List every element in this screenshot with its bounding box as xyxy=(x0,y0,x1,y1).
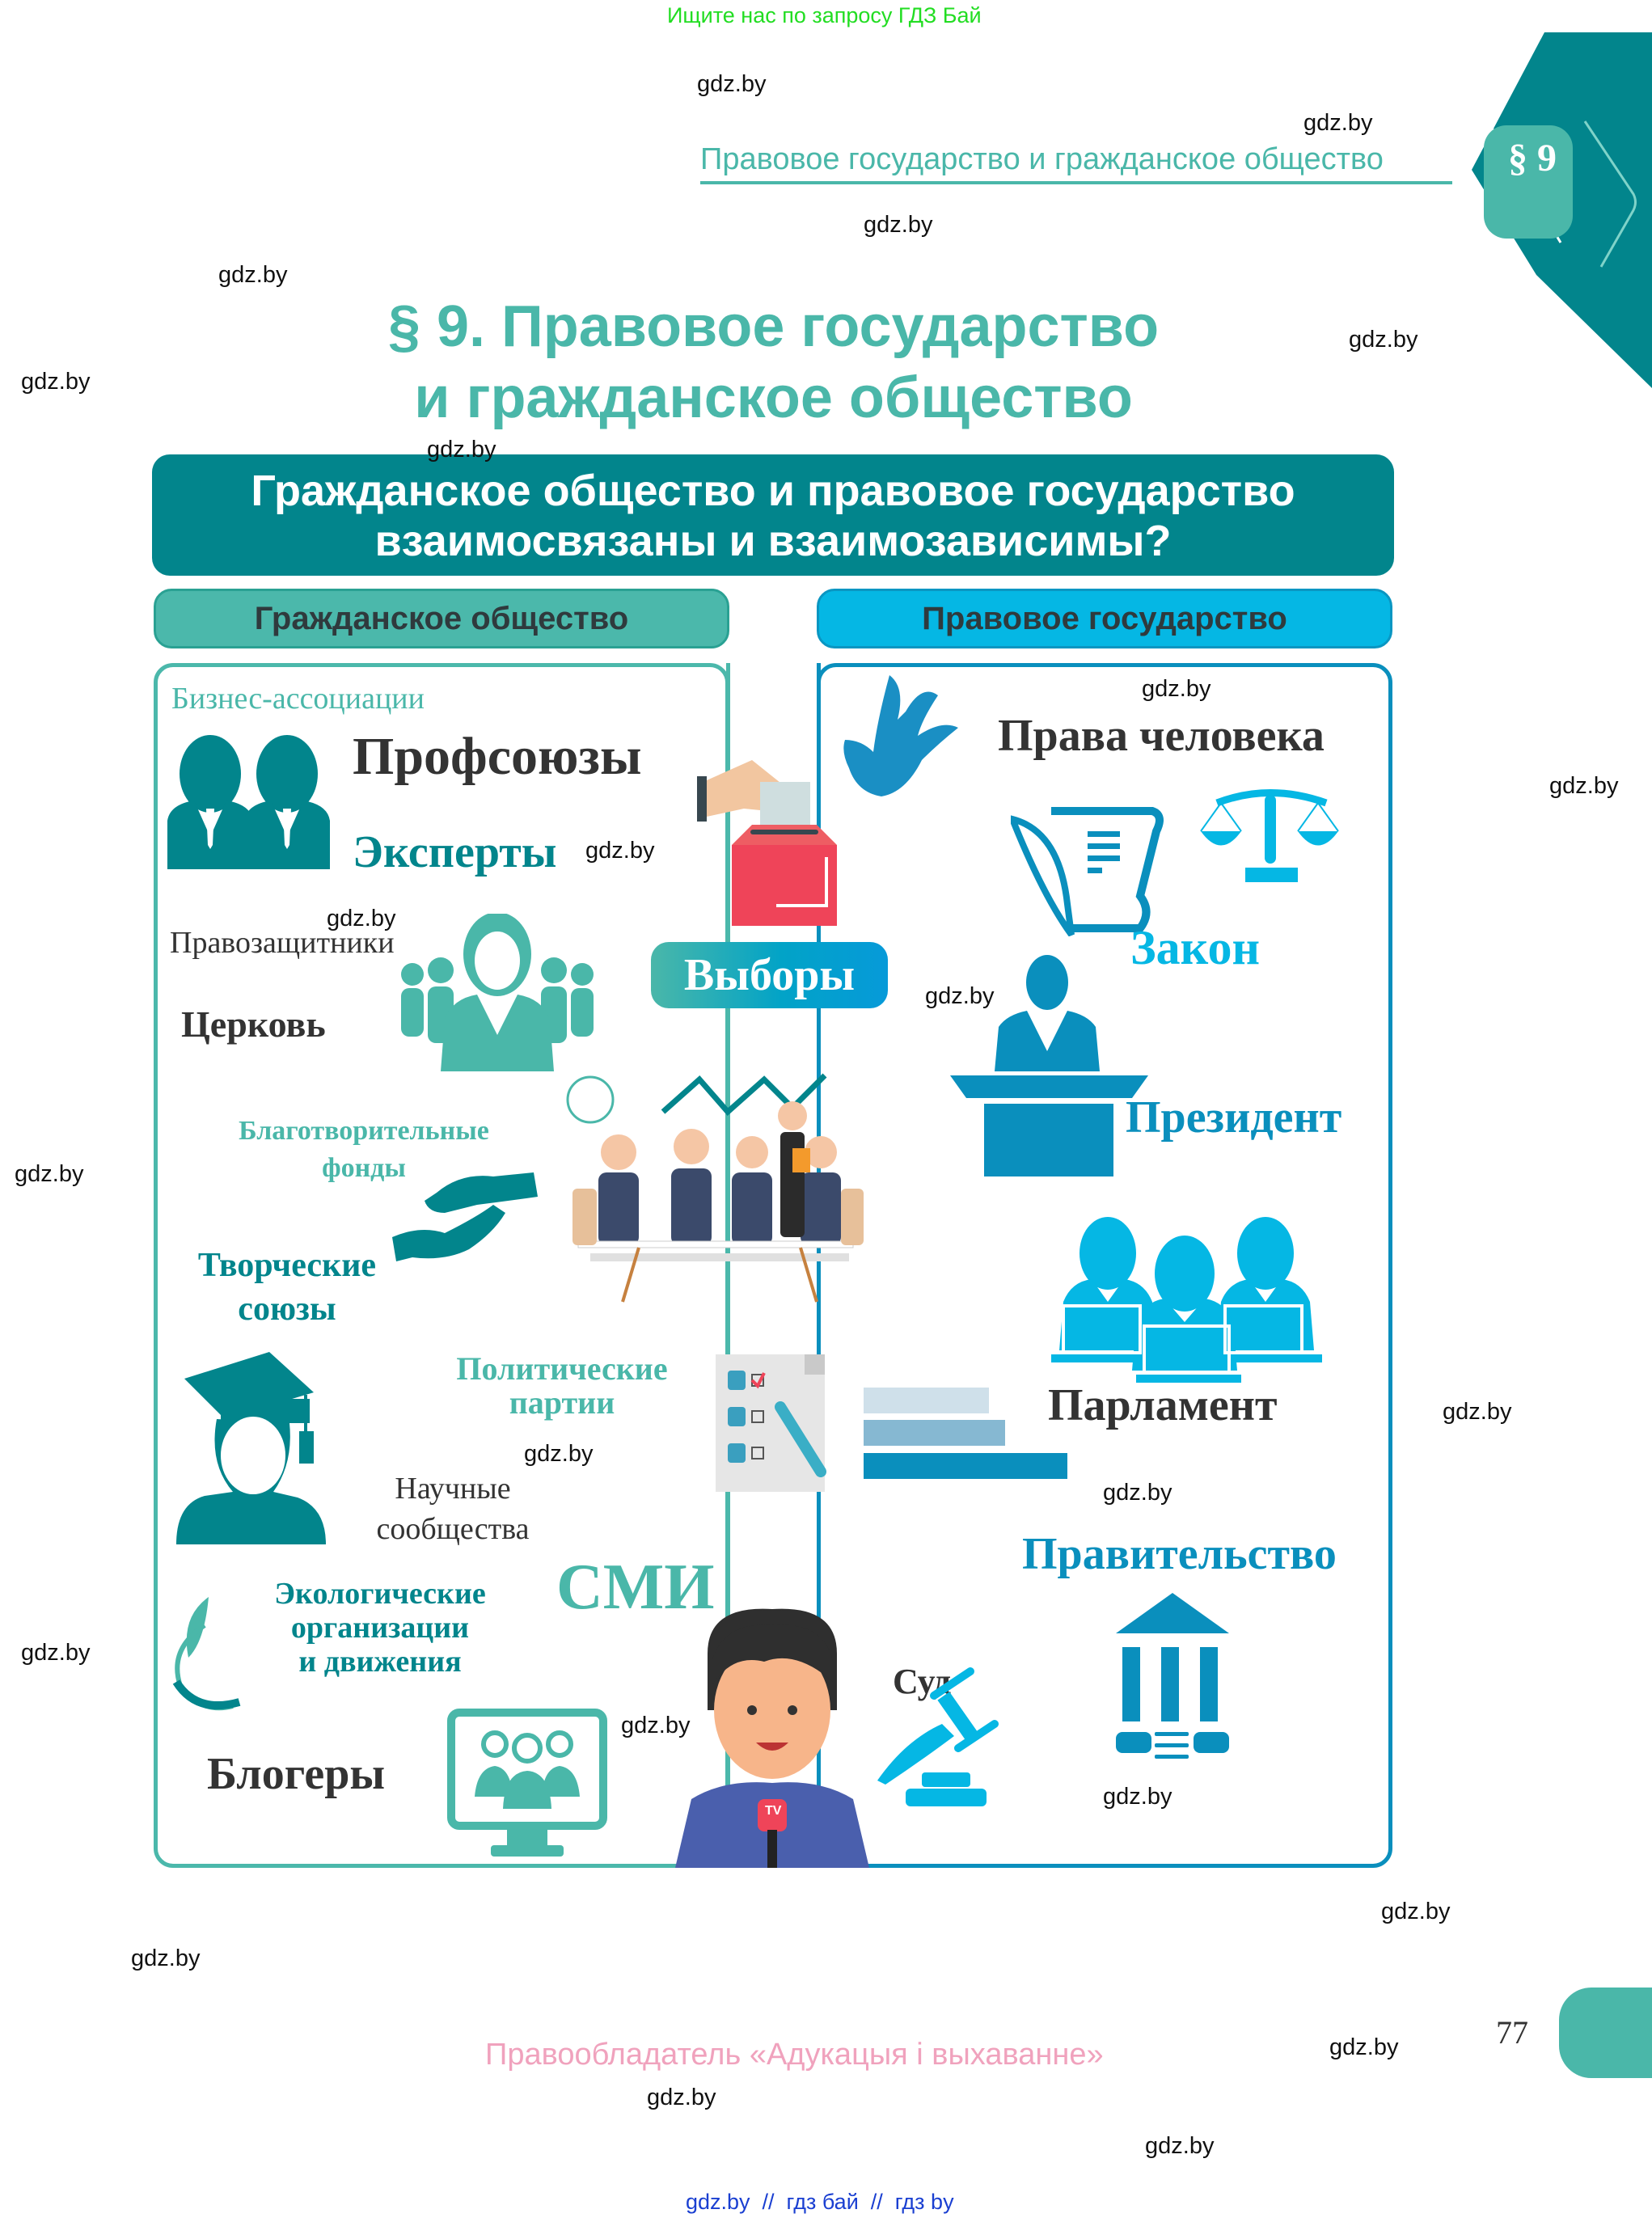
watermark: gdz.by xyxy=(131,1945,201,1971)
business-meeting-illustration xyxy=(566,1073,864,1303)
civil-society-header: Гражданское общество xyxy=(154,589,729,648)
watermark: gdz.by xyxy=(1145,2133,1215,2159)
watermark: gdz.by xyxy=(1303,110,1373,136)
ballot-box-icon xyxy=(697,760,837,926)
bar-graphic-bar-1 xyxy=(864,1388,989,1413)
section-badge: § 9 xyxy=(1508,137,1557,180)
watermark: gdz.by xyxy=(1142,676,1211,702)
watermark: gdz.by xyxy=(621,1713,691,1738)
watermark: gdz.by xyxy=(15,1161,84,1187)
label-government: Правительство xyxy=(1022,1529,1337,1579)
watermark: gdz.by xyxy=(585,838,655,864)
elections-label: Выборы xyxy=(651,942,888,1008)
watermark: gdz.by xyxy=(21,369,91,395)
label-scientific-communities: Научные сообщества xyxy=(376,1472,530,1546)
search-hint: Ищите нас по запросу ГДЗ Бай xyxy=(667,3,982,27)
label-eco-organizations: Экологические организации и движения xyxy=(274,1577,486,1679)
label-political-parties: Политические партии xyxy=(456,1350,668,1421)
government-building-icon xyxy=(1116,1593,1229,1759)
voting-document-icon xyxy=(716,1354,826,1492)
watermark: gdz.by xyxy=(1549,773,1619,799)
copyright-holder: Правообладатель «Адукацыя і выхаванне» xyxy=(485,2038,1104,2072)
label-parliament: Парламент xyxy=(1048,1380,1278,1430)
label-human-rights-defenders: Правозащитники xyxy=(170,926,395,960)
watermark: gdz.by xyxy=(218,262,288,288)
watermark: gdz.by xyxy=(697,71,767,97)
human-rights-hand-dove-icon xyxy=(843,675,958,796)
watermark: gdz.by xyxy=(1443,1399,1512,1425)
question-line-2: взаимосвязаны и взаимозависимы? xyxy=(374,517,1172,565)
corner-decoration xyxy=(1472,32,1652,404)
watermark: gdz.by xyxy=(925,983,995,1009)
label-experts: Эксперты xyxy=(353,827,557,877)
label-human-rights: Права человека xyxy=(998,711,1325,761)
bar-graphic-bar-2 xyxy=(864,1420,1005,1446)
parliament-members-icon xyxy=(1051,1217,1322,1383)
question-banner: Гражданское общество и правовое государс… xyxy=(152,454,1394,576)
monitor-audience-icon xyxy=(447,1709,607,1857)
label-bloggers: Блогеры xyxy=(207,1749,386,1799)
watermark: gdz.by xyxy=(647,2085,716,2110)
watermark: gdz.by xyxy=(524,1441,594,1467)
leader-with-people-icon xyxy=(401,914,594,1071)
label-church: Церковь xyxy=(181,1003,326,1045)
site-links[interactable]: gdz.by // гдз бай // гдз by xyxy=(686,2190,954,2214)
watermark: gdz.by xyxy=(1103,1480,1172,1506)
question-line-1: Гражданское общество и правовое государс… xyxy=(251,467,1295,515)
label-law: Закон xyxy=(1130,921,1261,974)
watermark: gdz.by xyxy=(864,212,933,238)
eco-leaf-icon xyxy=(172,1597,241,1711)
watermark: gdz.by xyxy=(327,906,396,931)
page-title-line-2: и гражданское общество xyxy=(414,365,1133,430)
scales-of-justice-icon xyxy=(1200,789,1339,882)
page-title: § 9. Правовое государство и гражданское … xyxy=(0,291,1652,433)
judge-gavel-icon xyxy=(877,1667,999,1806)
page-tab-decoration xyxy=(1559,1988,1652,2078)
watermark: gdz.by xyxy=(21,1640,91,1666)
rule-of-law-header: Правовое государство xyxy=(817,589,1392,648)
center-line-left xyxy=(726,663,730,1868)
center-line-right xyxy=(817,663,821,1868)
running-title-underline xyxy=(700,181,1452,184)
bar-graphic-bar-3 xyxy=(864,1453,1067,1479)
tv-reporter-illustration xyxy=(675,1608,869,1868)
page-number: 77 xyxy=(1496,2014,1528,2051)
running-title: Правовое государство и гражданское общес… xyxy=(700,142,1384,176)
label-president: Президент xyxy=(1126,1092,1342,1143)
page-title-line-1: § 9. Правовое государство xyxy=(387,294,1160,359)
graduate-icon xyxy=(176,1352,326,1544)
watermark: gdz.by xyxy=(1381,1899,1451,1924)
label-creative-unions: Творческие союзы xyxy=(197,1247,377,1328)
president-podium-icon xyxy=(950,955,1148,1176)
two-businessmen-icon xyxy=(167,735,330,869)
tv-mic-label: TV xyxy=(765,1804,782,1818)
watermark: gdz.by xyxy=(427,437,496,463)
watermark: gdz.by xyxy=(1349,327,1418,353)
label-business-associations: Бизнес-ассоциации xyxy=(171,682,425,716)
label-mass-media: СМИ xyxy=(556,1552,715,1623)
label-charity-funds: Благотворительные фонды xyxy=(239,1116,489,1183)
law-scroll-quill-icon xyxy=(1011,807,1164,936)
watermark: gdz.by xyxy=(1103,1784,1172,1810)
helping-hands-icon xyxy=(392,1172,538,1261)
label-trade-unions: Профсоюзы xyxy=(353,727,642,786)
watermark: gdz.by xyxy=(1329,2034,1399,2060)
